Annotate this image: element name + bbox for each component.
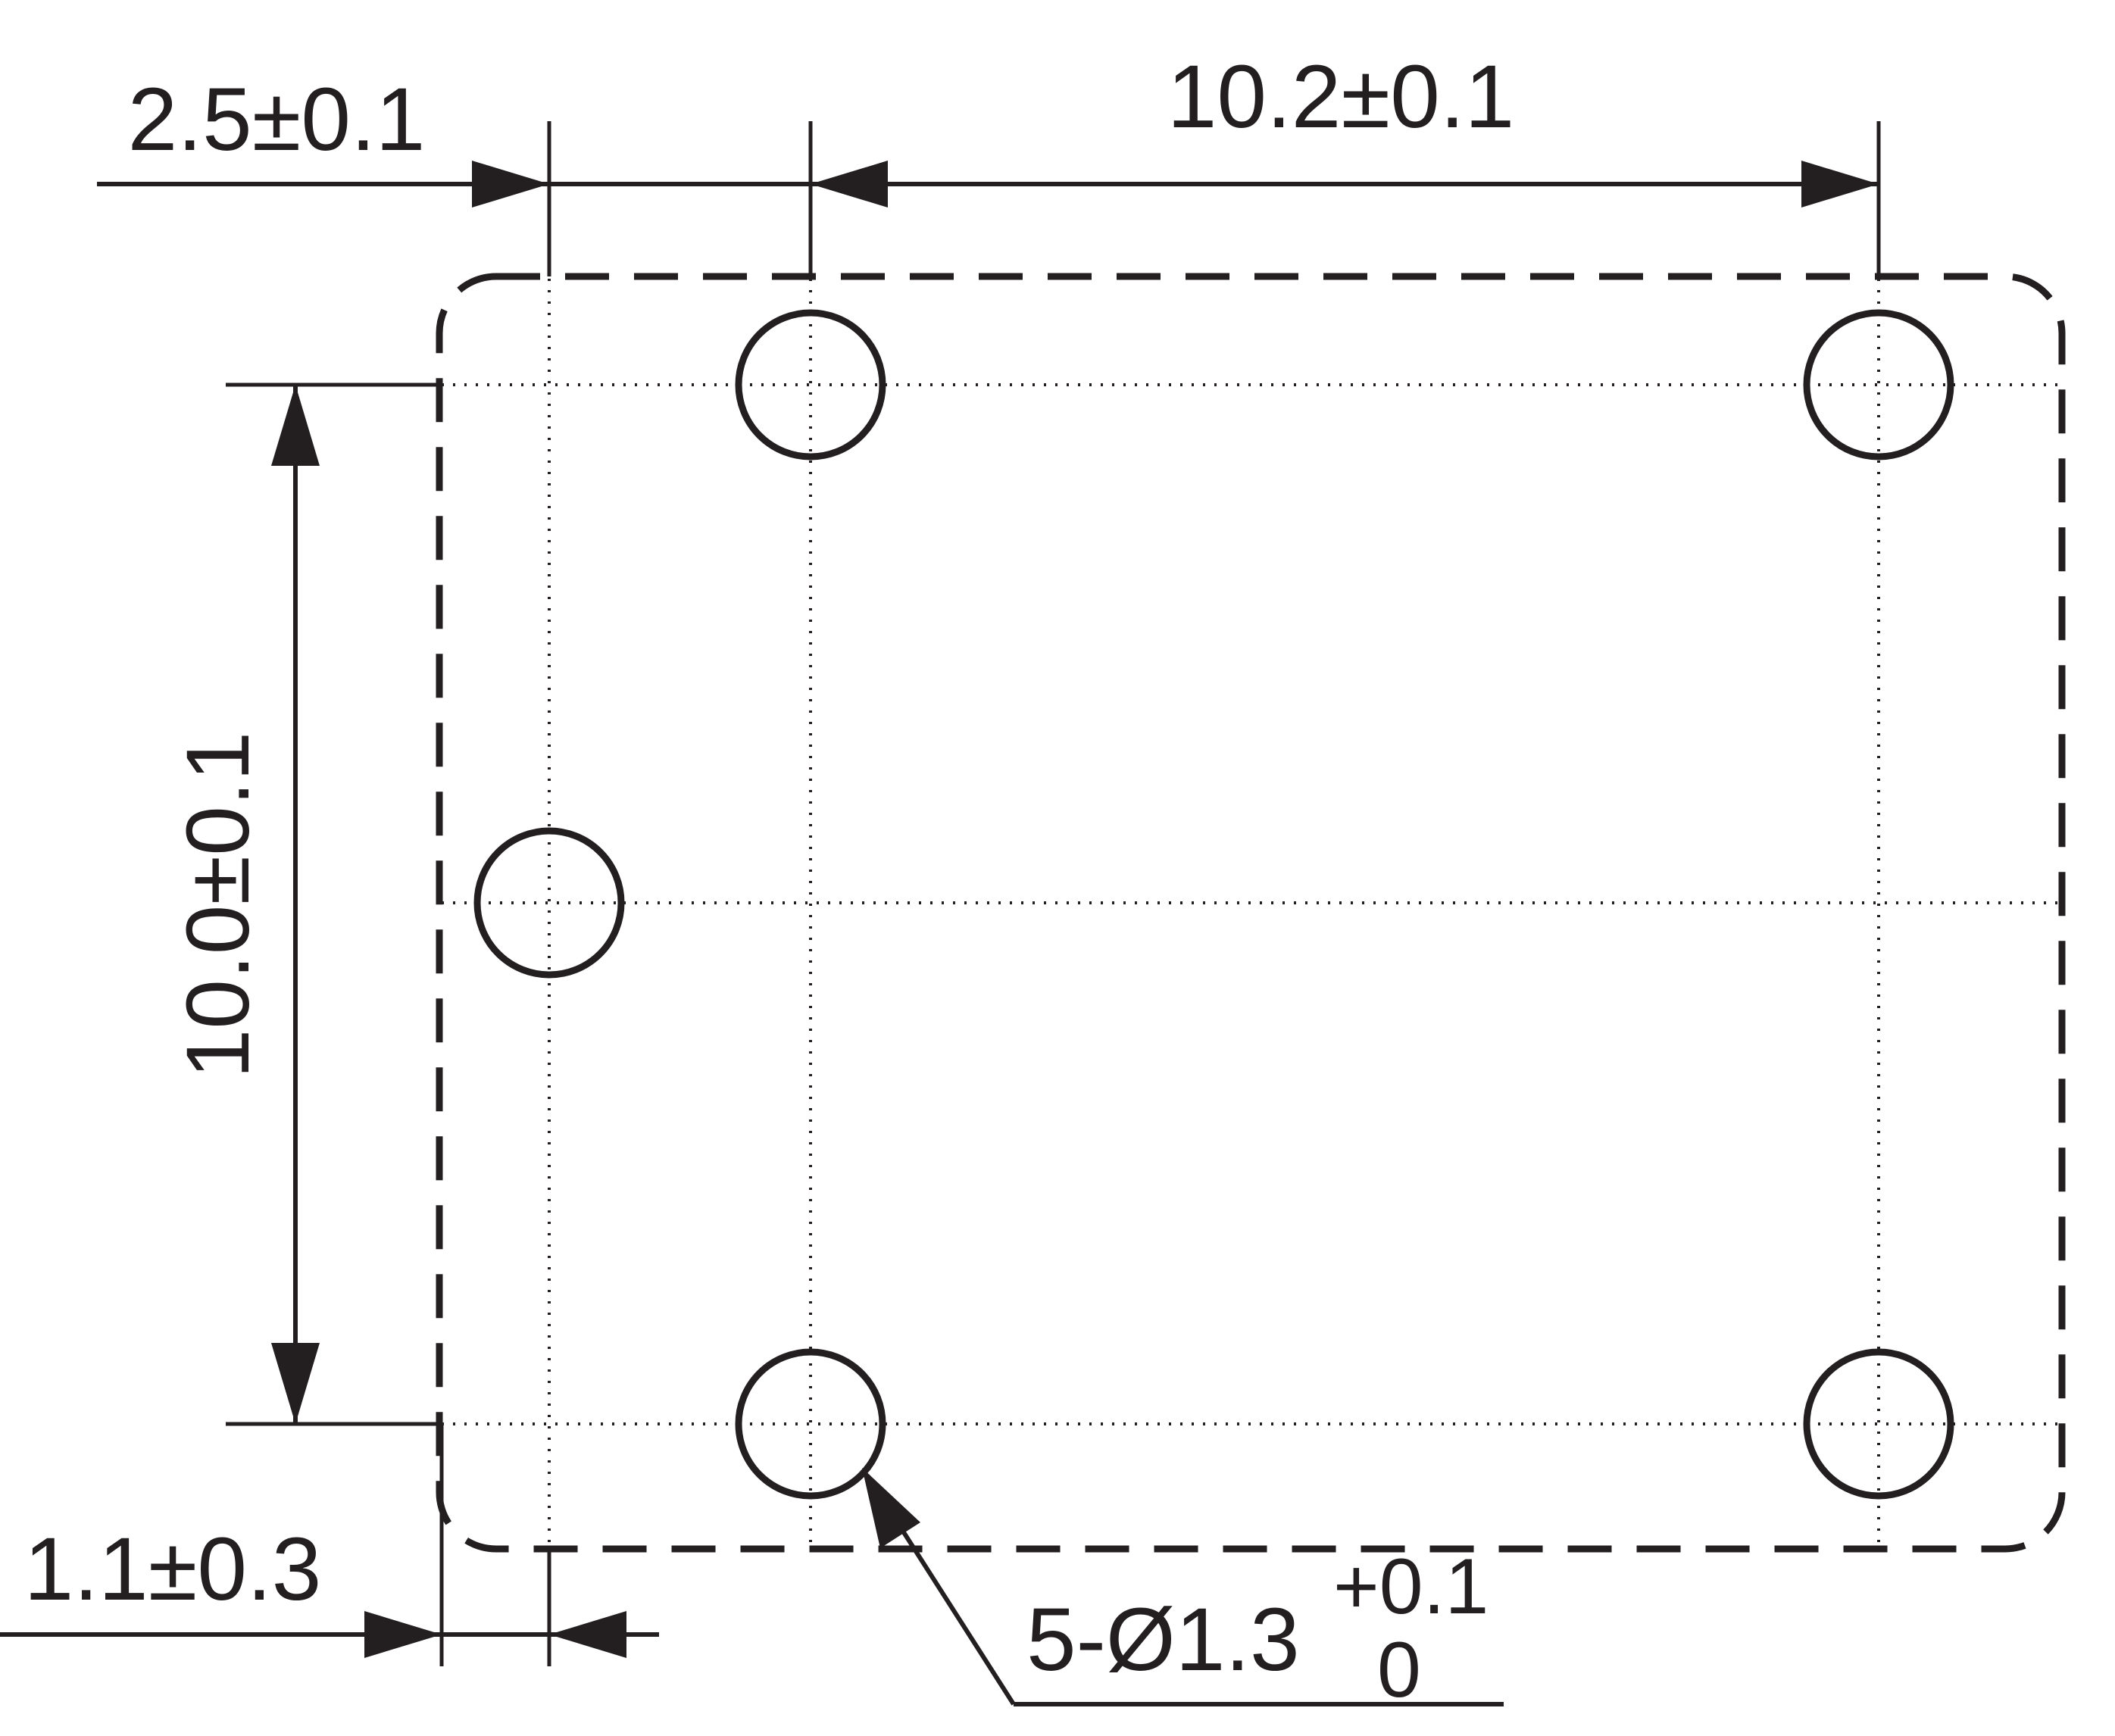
component-outline bbox=[436, 273, 2066, 1553]
holes bbox=[473, 309, 1954, 1500]
dimension-label-pin-offset: 2.5±0.1 bbox=[128, 70, 426, 170]
dimension-bottom: 1.1±0.3 bbox=[0, 1424, 659, 1666]
hole-callout-label: 5-Ø1.3 bbox=[1026, 1590, 1300, 1690]
arrowhead bbox=[549, 1611, 626, 1658]
hole-callout: 5-Ø1.3 +0.1 0 bbox=[862, 1468, 1504, 1714]
center-lines bbox=[442, 279, 2060, 1547]
hole-callout-tolerance-lower: 0 bbox=[1377, 1626, 1421, 1714]
dimension-top: 2.5±0.1 10.2±0.1 bbox=[97, 47, 1881, 276]
hole-bottom-right bbox=[1803, 1348, 1954, 1500]
hole-callout-tolerance-upper: +0.1 bbox=[1333, 1543, 1489, 1631]
dimension-label-horizontal-pitch: 10.2±0.1 bbox=[1167, 47, 1514, 147]
arrowhead bbox=[364, 1611, 442, 1658]
hole-top-right bbox=[1803, 309, 1954, 461]
arrowhead bbox=[271, 385, 320, 466]
dimension-label-vertical-pitch: 10.0±0.1 bbox=[168, 732, 268, 1079]
dimension-left: 10.0±0.1 bbox=[168, 382, 438, 1426]
hole-bottom-left bbox=[735, 1348, 886, 1500]
arrowhead bbox=[1801, 161, 1879, 208]
arrowhead bbox=[862, 1468, 920, 1548]
hole-middle-left bbox=[473, 827, 625, 979]
dimension-label-edge-offset: 1.1±0.3 bbox=[24, 1519, 322, 1619]
arrowhead bbox=[271, 1343, 320, 1424]
hole-top-left bbox=[735, 309, 886, 461]
arrowhead bbox=[472, 161, 549, 208]
